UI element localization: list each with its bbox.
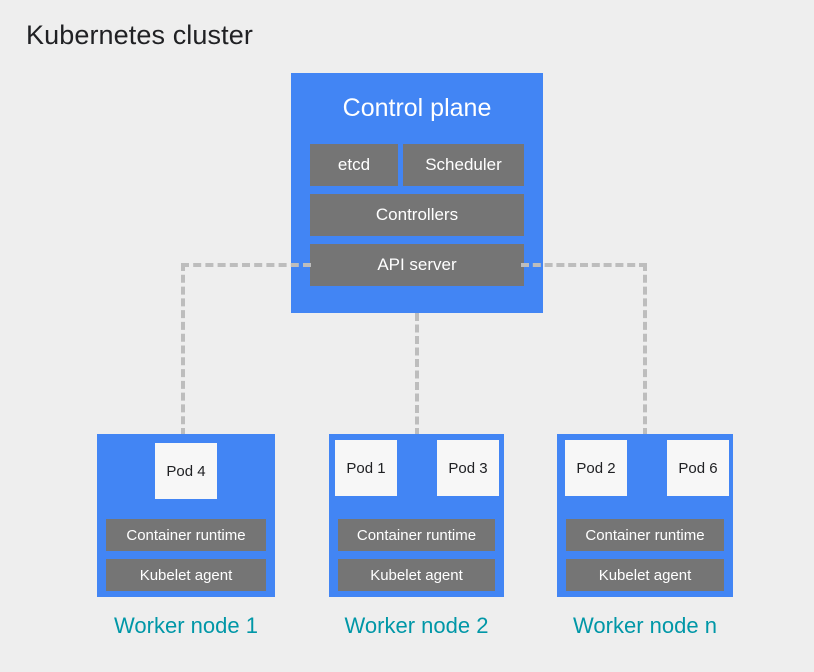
page-title: Kubernetes cluster: [26, 20, 253, 50]
control-plane-component-etcd: etcd: [310, 144, 398, 186]
worker-node-n-container-runtime: Container runtime: [566, 519, 724, 551]
connector-api-server-to-worker-node-1-horizontal: [181, 263, 311, 267]
control-plane-node: Control plane etcd Scheduler Controllers…: [291, 73, 543, 313]
pod-box-pod-6: Pod 6: [667, 440, 729, 496]
worker-node-2-label: Worker node 2: [344, 613, 489, 638]
control-plane-component-api-server: API server: [310, 244, 524, 286]
worker-node-n: Pod 2 Pod 6 Container runtime Kubelet ag…: [557, 434, 733, 597]
worker-node-1-kubelet-agent: Kubelet agent: [106, 559, 266, 591]
control-plane-title: Control plane: [342, 94, 492, 122]
worker-node-n-label: Worker node n: [573, 613, 717, 638]
pod-box-pod-4: Pod 4: [155, 443, 217, 499]
worker-node-n-kubelet-agent: Kubelet agent: [566, 559, 724, 591]
pod-box-pod-3: Pod 3: [437, 440, 499, 496]
control-plane-component-controllers: Controllers: [310, 194, 524, 236]
connector-api-server-to-worker-node-n-horizontal: [521, 263, 647, 267]
control-plane-component-scheduler: Scheduler: [403, 144, 524, 186]
pod-box-pod-1: Pod 1: [335, 440, 397, 496]
connector-api-server-to-worker-node-1-vertical: [181, 263, 185, 436]
connector-api-server-to-worker-node-2-vertical: [415, 313, 419, 436]
worker-node-2: Pod 1 Pod 3 Container runtime Kubelet ag…: [329, 434, 504, 597]
worker-node-2-container-runtime: Container runtime: [338, 519, 495, 551]
worker-node-1: Pod 4 Container runtime Kubelet agent: [97, 434, 275, 597]
worker-node-2-kubelet-agent: Kubelet agent: [338, 559, 495, 591]
worker-node-1-container-runtime: Container runtime: [106, 519, 266, 551]
pod-box-pod-2: Pod 2: [565, 440, 627, 496]
connector-api-server-to-worker-node-n-vertical: [643, 263, 647, 436]
worker-node-1-label: Worker node 1: [114, 613, 258, 638]
